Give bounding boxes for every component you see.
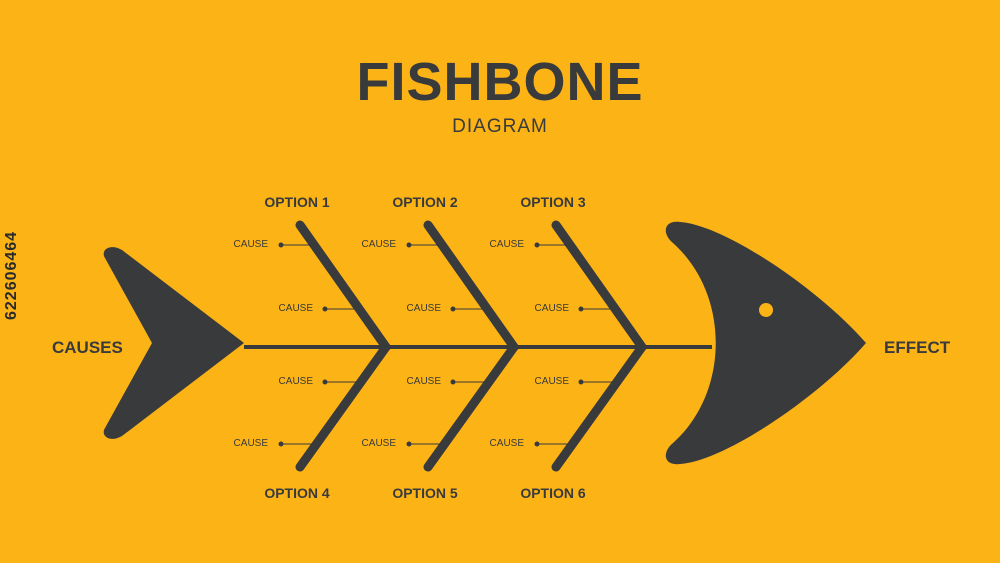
option-5-label: OPTION 5 bbox=[392, 485, 458, 501]
rib-option-3 bbox=[551, 220, 647, 352]
causes-label: CAUSES bbox=[52, 338, 123, 357]
cause-label: CAUSE bbox=[278, 303, 313, 314]
cause-label: CAUSE bbox=[534, 376, 569, 387]
cause-connectors-1 bbox=[278, 242, 360, 447]
cause-label: CAUSE bbox=[361, 239, 396, 250]
option-6-label: OPTION 6 bbox=[520, 485, 586, 501]
diagram-title: FISHBONE bbox=[356, 52, 644, 112]
cause-label: CAUSE bbox=[233, 438, 268, 449]
option-2-label: OPTION 2 bbox=[392, 194, 458, 210]
option-3-label: OPTION 3 bbox=[520, 194, 586, 210]
option-1-label: OPTION 1 bbox=[264, 194, 330, 210]
fish-head-shape bbox=[665, 221, 866, 465]
cause-label: CAUSE bbox=[406, 303, 441, 314]
cause-label: CAUSE bbox=[489, 438, 524, 449]
cause-connectors-3 bbox=[534, 242, 616, 447]
fish-eye bbox=[759, 303, 773, 317]
stock-id-watermark: 622606464 bbox=[3, 230, 20, 320]
fish-tail-shape bbox=[103, 247, 244, 439]
effect-label: EFFECT bbox=[884, 338, 951, 357]
cause-label: CAUSE bbox=[233, 239, 268, 250]
cause-connectors-2 bbox=[406, 242, 488, 447]
cause-label: CAUSE bbox=[361, 438, 396, 449]
rib-option-4 bbox=[295, 342, 391, 472]
cause-label: CAUSE bbox=[278, 376, 313, 387]
diagram-subtitle: DIAGRAM bbox=[452, 116, 548, 137]
rib-option-6 bbox=[551, 342, 647, 472]
cause-label: CAUSE bbox=[534, 303, 569, 314]
option-4-label: OPTION 4 bbox=[264, 485, 330, 501]
cause-label: CAUSE bbox=[406, 376, 441, 387]
cause-label: CAUSE bbox=[489, 239, 524, 250]
rib-option-5 bbox=[423, 342, 519, 472]
